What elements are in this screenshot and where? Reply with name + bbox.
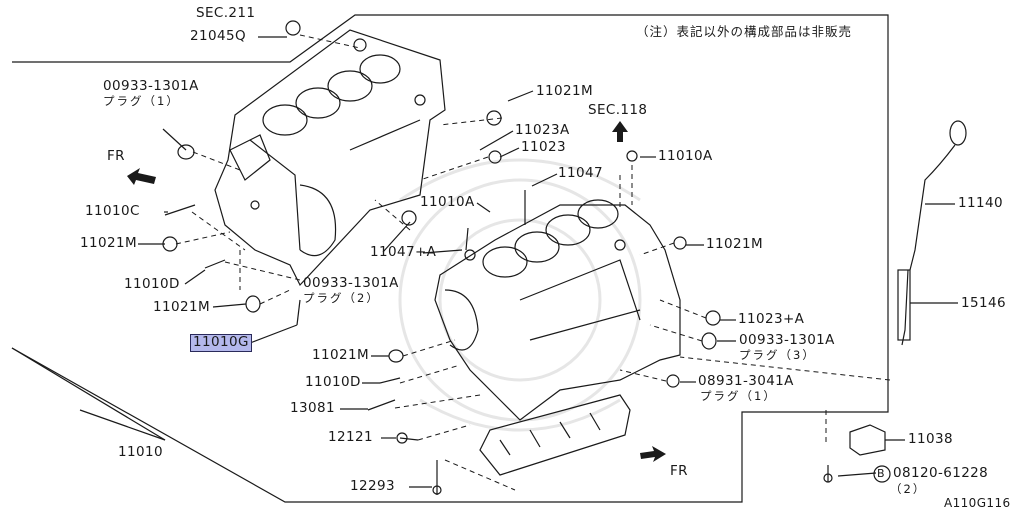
label-fr-left: FR <box>107 148 125 164</box>
label-00933-top[interactable]: 00933-1301A <box>103 78 199 94</box>
label-00933-right[interactable]: 00933-1301A <box>739 332 835 348</box>
label-11021m-top[interactable]: 11021M <box>536 83 593 99</box>
b-circle <box>873 465 891 483</box>
label-13081[interactable]: 13081 <box>290 400 335 416</box>
part-11038 <box>849 424 886 456</box>
fr-arrow-right-shape <box>640 446 666 462</box>
label-11010a-right[interactable]: 11010A <box>658 148 713 164</box>
label-08120-qty: （2） <box>890 482 927 496</box>
fr-arrow-left-shape <box>127 168 156 185</box>
label-plug2: プラグ（2） <box>303 291 380 305</box>
label-11047[interactable]: 11047 <box>558 165 603 181</box>
label-plug3: プラグ（3） <box>739 348 816 362</box>
label-11010g-highlighted[interactable]: 11010G <box>190 334 252 352</box>
label-sec211: SEC.211 <box>196 5 256 21</box>
label-11010[interactable]: 11010 <box>118 444 163 460</box>
label-b-mark: B <box>877 467 885 480</box>
label-11021m-left2[interactable]: 11021M <box>153 299 210 315</box>
label-08931[interactable]: 08931-3041A <box>698 373 794 389</box>
left-cylinder-block <box>214 29 446 287</box>
label-11021m-right[interactable]: 11021M <box>706 236 763 252</box>
diagram-id: A110G116 <box>944 496 1011 510</box>
label-11023a-right[interactable]: 11023+A <box>738 311 805 327</box>
label-11140[interactable]: 11140 <box>958 195 1003 211</box>
label-11038[interactable]: 11038 <box>908 431 953 447</box>
label-11010c[interactable]: 11010C <box>85 203 140 219</box>
label-11021m-left[interactable]: 11021M <box>80 235 137 251</box>
label-11010a-mid[interactable]: 11010A <box>420 194 475 210</box>
label-12121[interactable]: 12121 <box>328 429 373 445</box>
label-11047a[interactable]: 11047+A <box>370 244 437 260</box>
boundary-outline <box>11 14 889 503</box>
right-cylinder-block <box>434 199 681 421</box>
label-12293[interactable]: 12293 <box>350 478 395 494</box>
dipstick <box>897 120 967 346</box>
label-11010d-low[interactable]: 11010D <box>305 374 361 390</box>
label-15146[interactable]: 15146 <box>961 295 1006 311</box>
note-non-sale: （注）表記以外の構成部品は非販売 <box>636 24 853 39</box>
label-plug1-low: プラグ（1） <box>700 389 777 403</box>
label-fr-right: FR <box>670 463 688 479</box>
label-11010d-left[interactable]: 11010D <box>124 276 180 292</box>
sec118-arrow <box>612 121 628 142</box>
lower-frame <box>479 394 631 476</box>
label-plug1-top: プラグ（1） <box>103 94 180 108</box>
label-11023[interactable]: 11023 <box>521 139 566 155</box>
label-11023a[interactable]: 11023A <box>515 122 570 138</box>
label-08120[interactable]: 08120-61228 <box>893 465 989 481</box>
label-11021m-low[interactable]: 11021M <box>312 347 369 363</box>
label-sec118: SEC.118 <box>588 102 648 118</box>
label-00933-mid[interactable]: 00933-1301A <box>303 275 399 291</box>
label-21045q[interactable]: 21045Q <box>190 28 246 44</box>
